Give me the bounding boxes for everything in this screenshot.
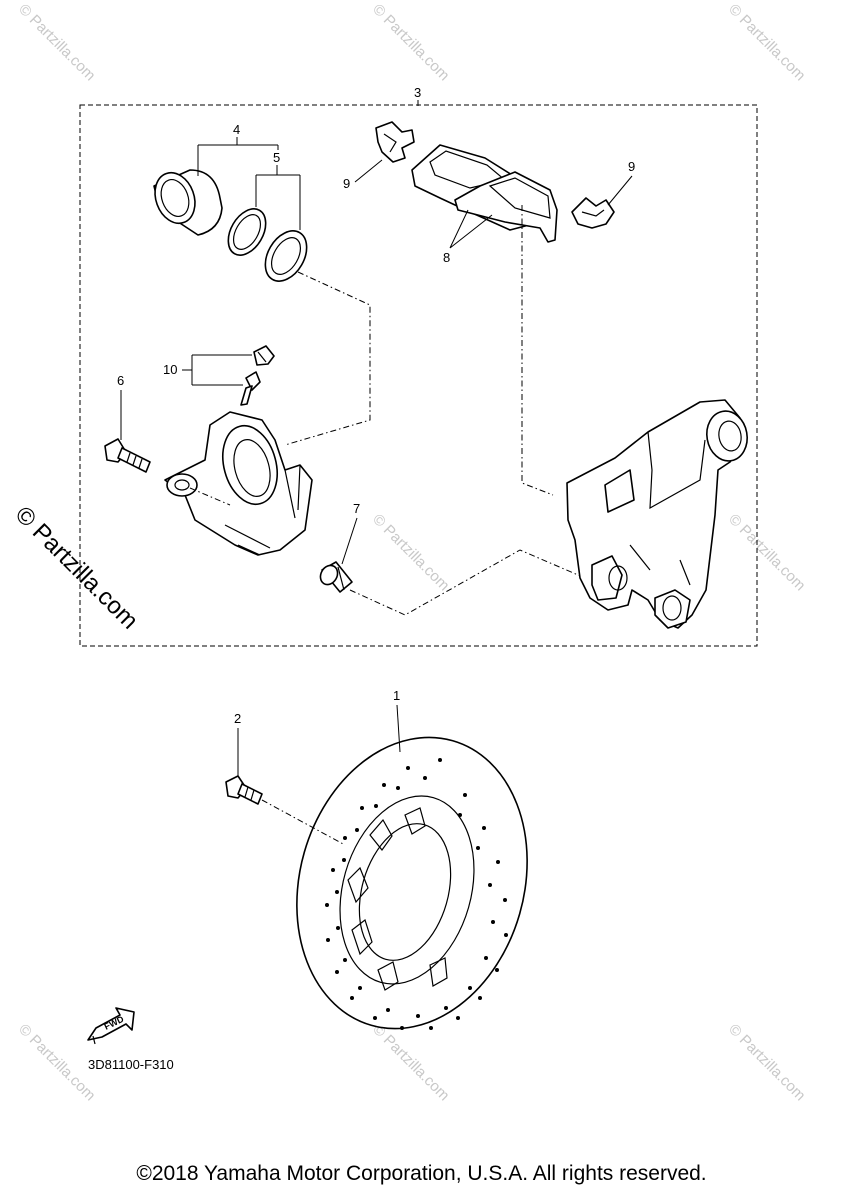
caliper-body [164,411,313,556]
watermark-main: © Partzilla.com [10,501,143,634]
axis-sleeve [349,549,586,616]
leader-1 [396,704,401,753]
callout-1: 1 [393,688,400,703]
copyright-notice: ©2018 Yamaha Motor Corporation, U.S.A. A… [136,1162,707,1185]
callout-5: 5 [273,150,280,165]
disc-bolt [225,775,263,805]
callout-6: 6 [117,373,124,388]
leader-9-right [607,175,633,206]
leader-4 [197,137,279,176]
leader-8 [449,209,493,249]
watermark-repeat: © Partzilla.com [369,511,452,594]
callout-3: 3 [414,85,421,100]
leader-9-left [354,159,383,183]
bleed-cap [253,345,275,366]
brake-disc [296,736,528,1030]
watermark-repeat: © Partzilla.com [725,1,808,84]
watermark-repeat: © Partzilla.com [369,1,452,84]
leader-10 [182,354,252,386]
callout-10: 10 [163,362,177,377]
callout-7: 7 [353,501,360,516]
callout-2: 2 [234,711,241,726]
watermark-repeat: © Partzilla.com [725,1021,808,1104]
pad-spring-left [375,121,415,163]
callout-4: 4 [233,122,240,137]
pad-spring-right [571,197,615,229]
fwd-arrow-icon: FWD [87,1007,135,1045]
axis-pads [521,205,554,496]
watermark-repeat: © Partzilla.com [15,1,98,84]
watermark-repeat: © Partzilla.com [369,1021,452,1104]
leader-7 [341,517,358,565]
dust-seal [264,230,308,282]
caliper-bolt [104,438,151,473]
axis-disc-bolt [261,799,346,846]
axis-piston [284,271,371,446]
leader-5 [255,165,301,230]
piston [153,169,223,236]
caliper-bracket [566,399,748,629]
piston-seal [227,208,267,256]
callout-9-left: 9 [343,176,350,191]
diagram-code: 3D81100-F310 [88,1057,174,1072]
callout-8: 8 [443,250,450,265]
disc-holes [325,758,508,1030]
brake-pad-outer [454,171,558,243]
watermark-repeat: © Partzilla.com [725,511,808,594]
bleed-screw [240,371,261,406]
slide-pin-sleeve [319,561,353,593]
watermark-repeat: © Partzilla.com [15,1021,98,1104]
callout-9-right: 9 [628,159,635,174]
